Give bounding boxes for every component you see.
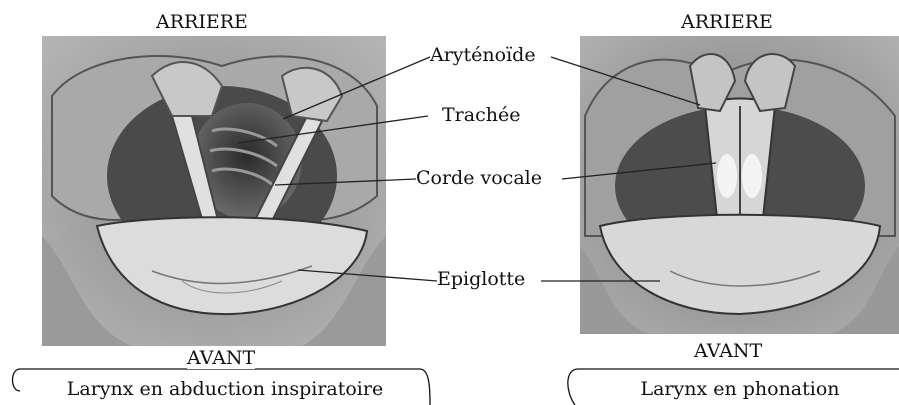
- right-caption: Larynx en phonation: [590, 378, 890, 400]
- label-epiglotte: Epiglotte: [437, 268, 525, 290]
- right-bottom-label: AVANT: [694, 340, 762, 362]
- label-corde-vocale: Corde vocale: [416, 167, 542, 189]
- left-caption: Larynx en abduction inspiratoire: [30, 378, 420, 400]
- left-top-label: ARRIERE: [156, 11, 248, 33]
- left-bottom-label: AVANT: [187, 347, 255, 369]
- right-top-label: ARRIERE: [681, 11, 773, 33]
- label-trachee: Trachée: [442, 104, 520, 126]
- label-arytenoide: Aryténoïde: [430, 44, 536, 66]
